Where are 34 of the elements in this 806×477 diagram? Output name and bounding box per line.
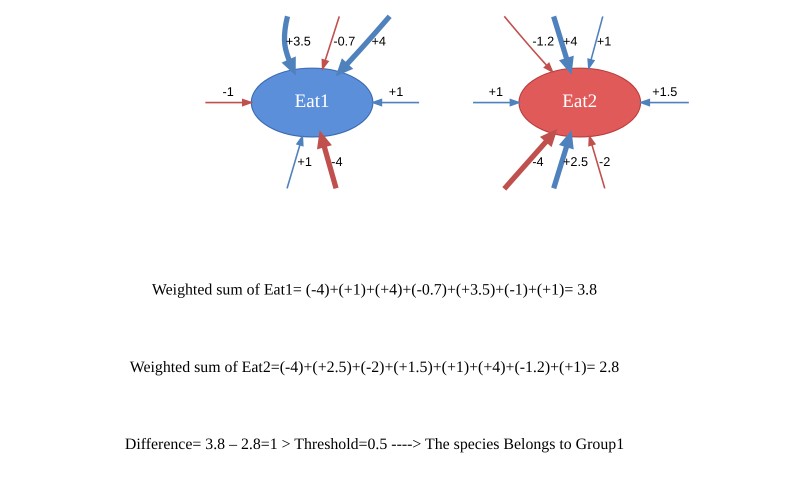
edge-label: +4 bbox=[371, 34, 386, 49]
label: Difference= 3.8 – 2.8=1 > Threshold=0.5 ----> The species Belongs to Group1 bbox=[124, 436, 624, 454]
edge-label: +1 bbox=[488, 84, 503, 99]
edge-label: -4 bbox=[532, 155, 544, 170]
edge-label: +1 bbox=[388, 84, 403, 99]
edge-label: -2 bbox=[598, 155, 610, 170]
label: Weighted sum of Eat1= (-4)+(+1)+(+4)+(-0.7)+(+3.5)+(-1)+(+1)= 3.8 bbox=[151, 282, 597, 299]
arrow bbox=[286, 134, 304, 189]
arrow bbox=[588, 134, 606, 189]
arrow bbox=[502, 128, 558, 191]
label: Weighted sum of Eat2=(-4)+(+2.5)+(-2)+(+1.5)+(+1)+(+4)+(-1.2)+(+1)= 2.8 bbox=[129, 358, 619, 376]
node-ellipse: Eat1 bbox=[250, 68, 373, 138]
arrow bbox=[316, 130, 338, 190]
edge-label: -1 bbox=[222, 84, 234, 99]
arrow bbox=[503, 16, 554, 74]
edge-label: +1 bbox=[296, 155, 312, 170]
arrow bbox=[335, 14, 392, 77]
arrow bbox=[550, 130, 574, 190]
arrow bbox=[281, 16, 296, 76]
edge-label: +4 bbox=[562, 34, 577, 49]
arrow bbox=[550, 16, 574, 75]
arrow bbox=[638, 98, 688, 107]
edge-label: -0.7 bbox=[332, 34, 355, 49]
arrow bbox=[586, 16, 604, 70]
node-ellipse: Eat2 bbox=[518, 68, 641, 138]
edge-label: +1 bbox=[596, 34, 611, 49]
edge-label: +1.5 bbox=[652, 84, 677, 99]
arrow bbox=[370, 98, 419, 107]
arrow bbox=[204, 98, 254, 107]
arrow bbox=[472, 98, 521, 107]
edge-label: -4 bbox=[330, 155, 342, 170]
edge-label: +2.5 bbox=[562, 155, 588, 170]
edge-label: -1.2 bbox=[532, 34, 554, 49]
arrow bbox=[321, 16, 340, 71]
